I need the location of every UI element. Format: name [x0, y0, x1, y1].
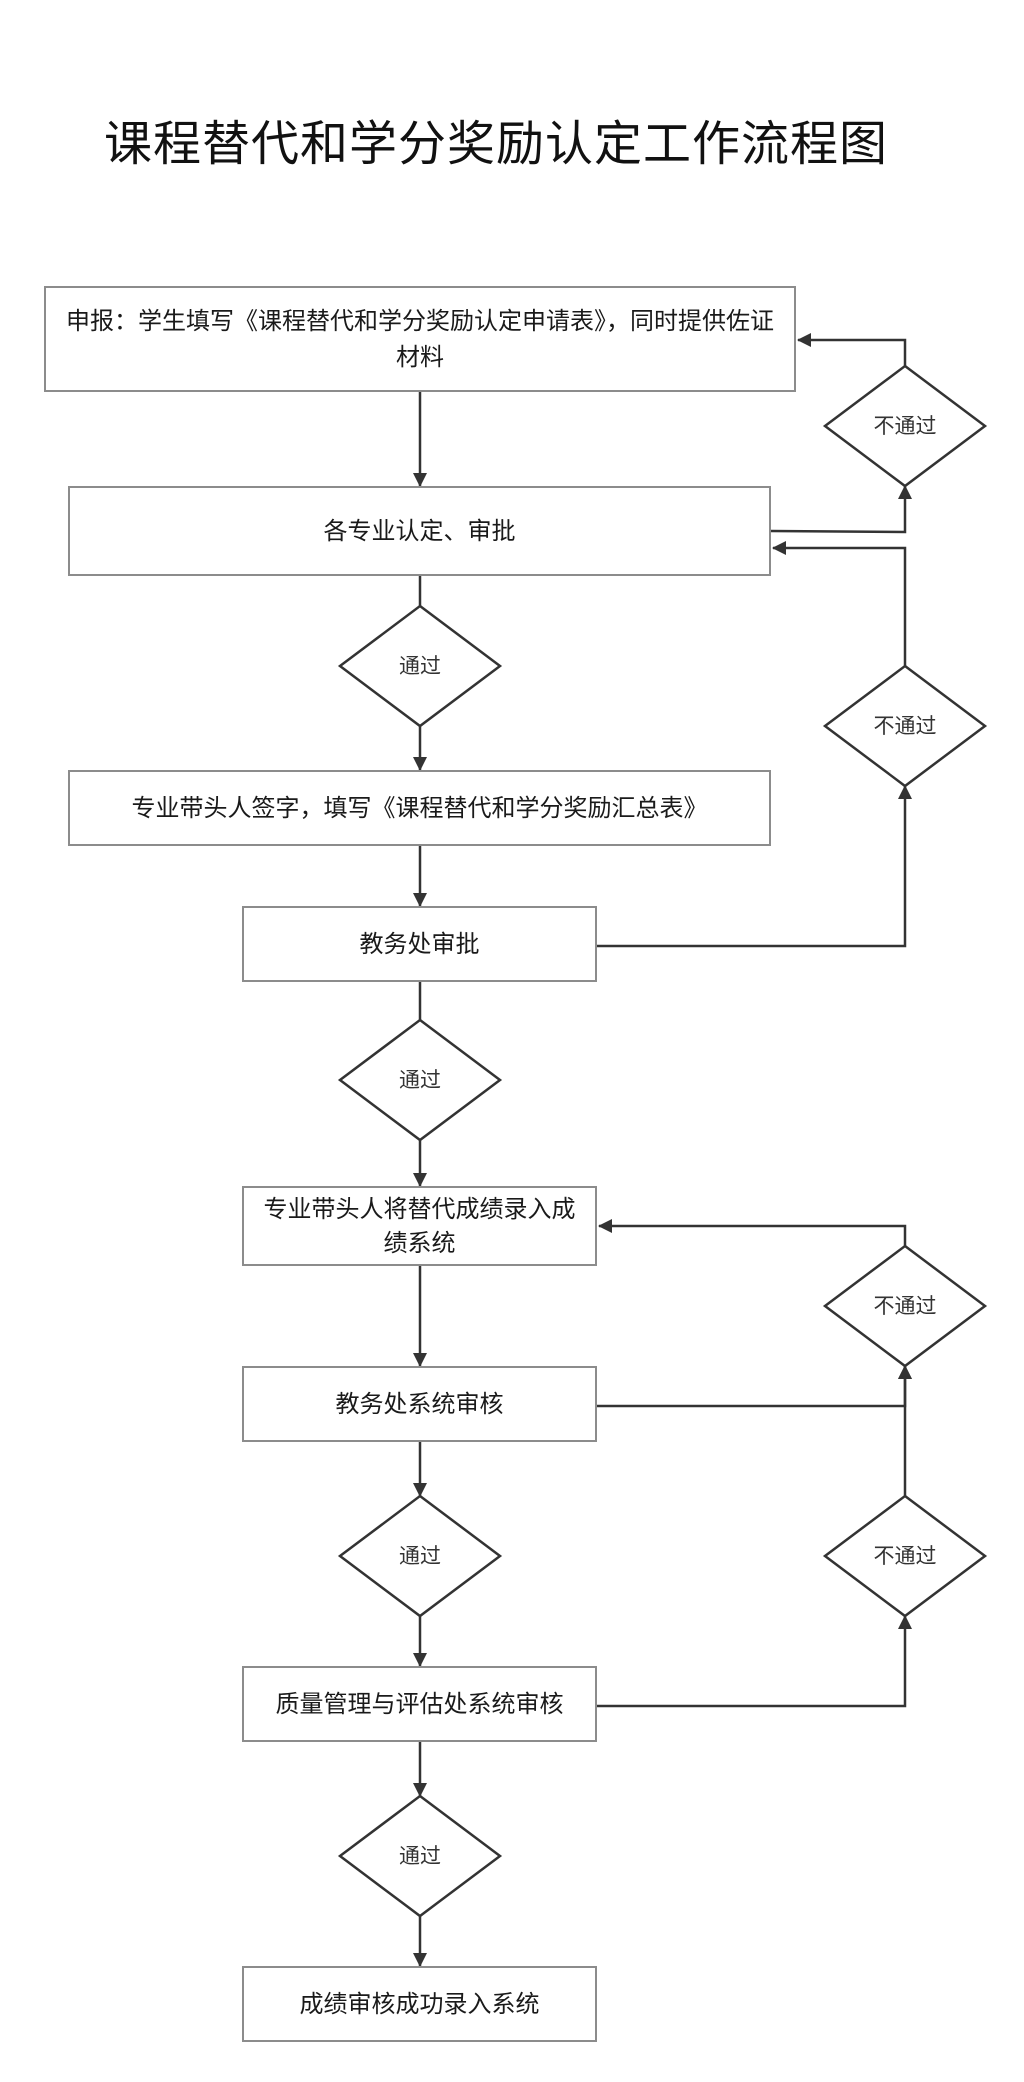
- node-academic-approve: 教务处审批: [242, 906, 597, 982]
- node-enter-grades-label: 专业带头人将替代成绩录入成绩系统: [263, 1195, 576, 1257]
- arrow-quality-to-fail4: [597, 1615, 912, 1708]
- decision-pass-1: [337, 604, 503, 728]
- node-major-review: 各专业认定、审批: [68, 486, 771, 576]
- node-apply-label: 申报：学生填写《课程替代和学分奖励认定申请表》，同时提供佐证材料: [66, 307, 774, 371]
- arrow-syscheck-to-fail3: [597, 1365, 912, 1408]
- node-success: 成绩审核成功录入系统: [242, 1966, 597, 2042]
- decision-pass-3-label: 通过: [399, 1544, 441, 1568]
- decision-fail-2-label: 不通过: [873, 714, 937, 738]
- decision-fail-3: [822, 1244, 988, 1368]
- node-sign-fill: 专业带头人签字，填写《课程替代和学分奖励汇总表》: [68, 770, 771, 846]
- arrow-fail2-to-review: [772, 541, 907, 666]
- page-title: 课程替代和学分奖励认定工作流程图: [104, 116, 889, 173]
- node-academic-system-check-label: 教务处系统审核: [335, 1390, 504, 1418]
- decision-fail-4-label: 不通过: [873, 1544, 937, 1568]
- decision-fail-1-label: 不通过: [873, 414, 937, 438]
- node-sign-fill-label: 专业带头人签字，填写《课程替代和学分奖励汇总表》: [131, 794, 708, 822]
- arrow-approve-to-fail2: [597, 785, 912, 948]
- node-academic-system-check: 教务处系统审核: [242, 1366, 597, 1442]
- decision-fail-2: [822, 664, 988, 788]
- node-quality-check: 质量管理与评估处系统审核: [242, 1666, 597, 1742]
- decision-fail-4: [822, 1494, 988, 1618]
- node-quality-check-label: 质量管理与评估处系统审核: [275, 1690, 564, 1718]
- arrow-review-to-fail1: [770, 485, 912, 534]
- node-success-label: 成绩审核成功录入系统: [299, 1990, 540, 2018]
- decision-pass-3: [337, 1494, 503, 1618]
- node-apply: 申报：学生填写《课程替代和学分奖励认定申请表》，同时提供佐证材料: [44, 286, 796, 392]
- decision-pass-4-label: 通过: [399, 1844, 441, 1868]
- node-enter-grades: 专业带头人将替代成绩录入成绩系统: [242, 1186, 597, 1266]
- decision-pass-4: [337, 1794, 503, 1918]
- decision-pass-2: [337, 1018, 503, 1142]
- decision-pass-1-label: 通过: [399, 654, 441, 678]
- node-academic-approve-label: 教务处审批: [359, 930, 480, 958]
- decision-pass-2-label: 通过: [399, 1068, 441, 1092]
- arrow-fail1-to-apply: [797, 333, 907, 366]
- decision-fail-3-label: 不通过: [873, 1294, 937, 1318]
- arrow-fail3-to-enter: [598, 1219, 907, 1246]
- node-major-review-label: 各专业认定、审批: [323, 517, 516, 545]
- decision-fail-1: [822, 364, 988, 488]
